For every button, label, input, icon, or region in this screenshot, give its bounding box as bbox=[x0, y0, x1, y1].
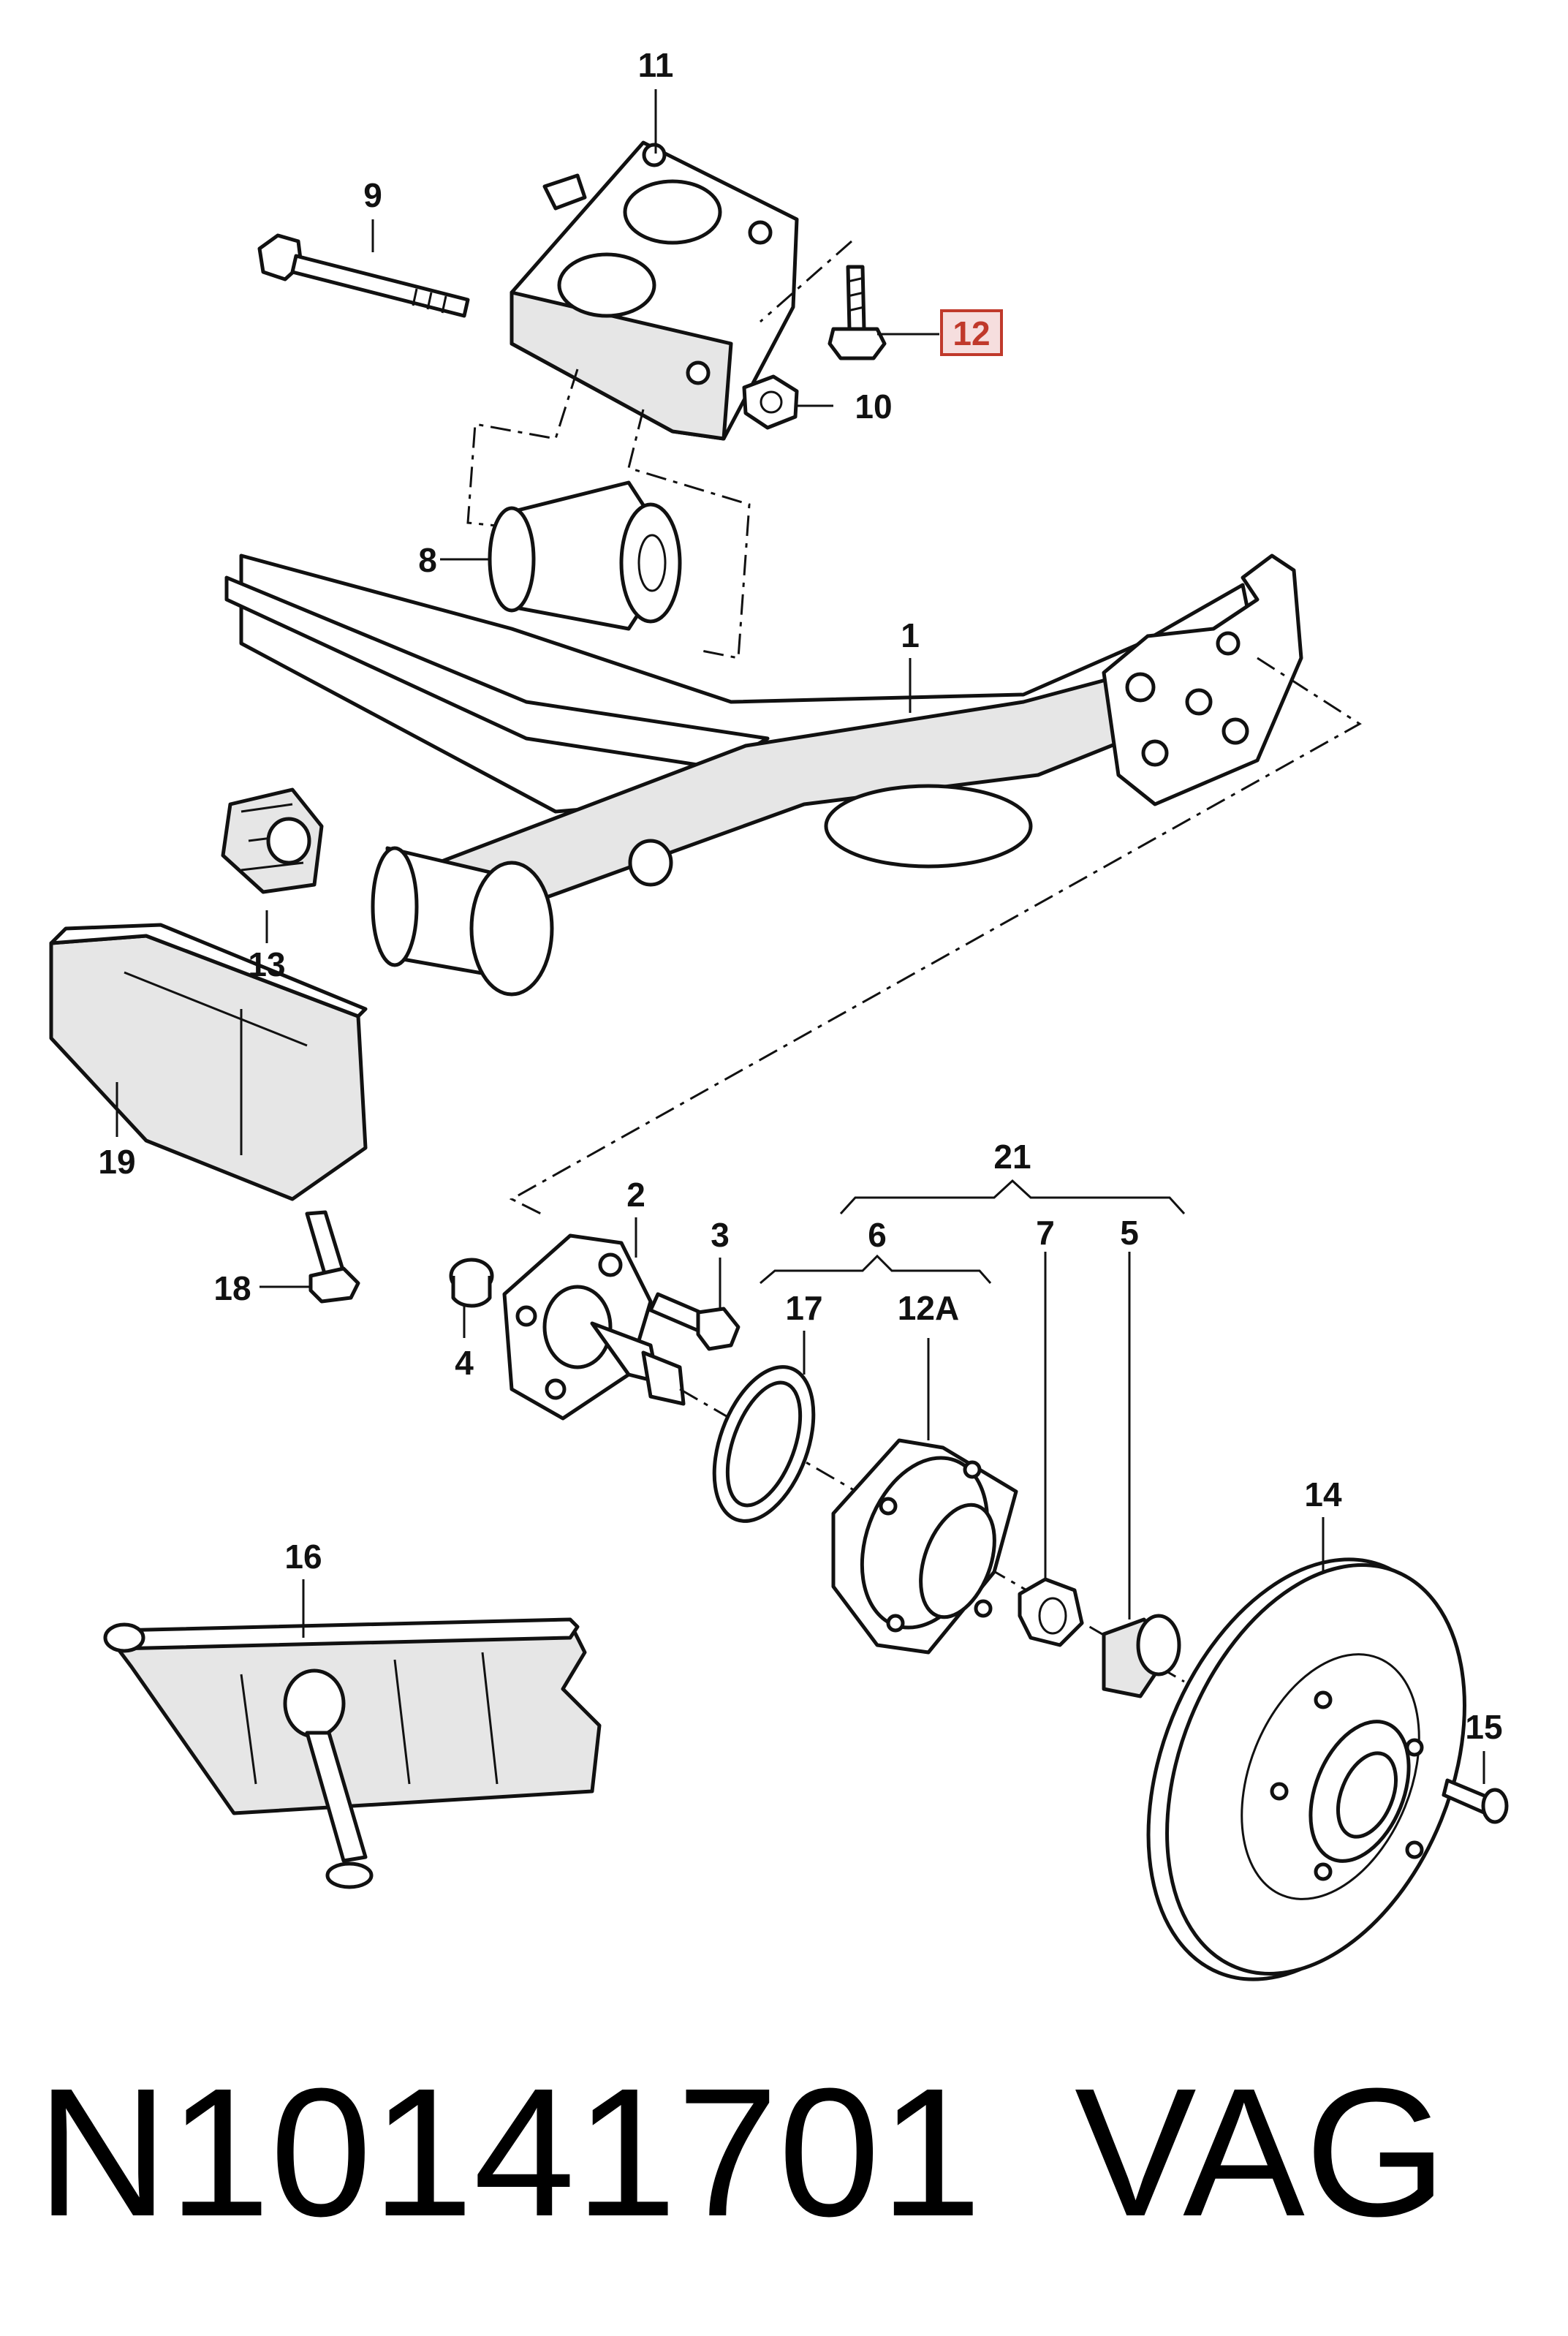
dust-cap-part-5 bbox=[1102, 1614, 1181, 1698]
label-part-3: 3 bbox=[711, 1216, 730, 1254]
label-part-18: 18 bbox=[213, 1269, 251, 1307]
label-part-17: 17 bbox=[785, 1289, 822, 1327]
label-part-5: 5 bbox=[1120, 1214, 1139, 1252]
footer-part-number: N10141701 bbox=[37, 2050, 982, 2254]
label-part-12: 12 bbox=[952, 314, 990, 352]
cover-part-19 bbox=[49, 923, 368, 1201]
label-part-11: 11 bbox=[638, 46, 674, 84]
screw-part-15 bbox=[1442, 1778, 1509, 1824]
wheel-hub-part-12a bbox=[831, 1438, 1018, 1655]
mounting-bracket-part-11 bbox=[510, 140, 799, 441]
label-part-21: 21 bbox=[993, 1138, 1031, 1176]
sleeve-part-4 bbox=[449, 1258, 494, 1308]
label-part-8: 8 bbox=[418, 541, 437, 579]
label-part-16: 16 bbox=[284, 1538, 322, 1576]
long-bolt-part-9 bbox=[257, 233, 470, 318]
label-part-9: 9 bbox=[363, 176, 382, 214]
bolt-part-3 bbox=[648, 1292, 741, 1351]
nut-part-10 bbox=[742, 374, 799, 430]
label-part-7: 7 bbox=[1036, 1214, 1055, 1252]
footer-brand: VAG bbox=[1075, 2050, 1447, 2254]
hub-nut-part-7 bbox=[1018, 1577, 1084, 1647]
abs-ring-part-17 bbox=[712, 1365, 816, 1523]
label-part-1: 1 bbox=[901, 616, 920, 654]
alignment-line-bracket-left bbox=[466, 368, 579, 528]
axle-beam-part-1 bbox=[224, 553, 1303, 997]
brake-disc-part-14 bbox=[1146, 1557, 1466, 1981]
alignment-line-axle-to-hub bbox=[509, 657, 1362, 1215]
label-part-13: 13 bbox=[248, 945, 285, 983]
label-part-12a: 12A bbox=[898, 1289, 959, 1327]
label-part-4: 4 bbox=[455, 1344, 474, 1382]
label-part-2: 2 bbox=[626, 1176, 645, 1214]
alignment-line-bolt12 bbox=[760, 240, 852, 323]
bump-stop-part-13 bbox=[221, 787, 324, 894]
label-part-10: 10 bbox=[855, 388, 892, 426]
bushing-part-8 bbox=[488, 480, 682, 631]
heat-shield-part-16 bbox=[103, 1617, 602, 1889]
highlight-box-part-12 bbox=[940, 309, 1003, 356]
label-part-6: 6 bbox=[868, 1216, 887, 1254]
bolt-part-18 bbox=[305, 1210, 360, 1304]
label-part-15: 15 bbox=[1465, 1708, 1502, 1746]
label-part-19: 19 bbox=[98, 1143, 135, 1181]
small-bolt-part-12 bbox=[827, 265, 887, 360]
stub-axle-part-2 bbox=[502, 1233, 686, 1421]
label-part-14: 14 bbox=[1304, 1475, 1342, 1513]
leader-lines bbox=[115, 89, 1485, 1784]
part-labels: 11 9 12 10 8 1 13 19 18 4 2 3 6 7 5 21 1… bbox=[98, 46, 1502, 1746]
alignment-line-bracket-right bbox=[627, 409, 751, 659]
